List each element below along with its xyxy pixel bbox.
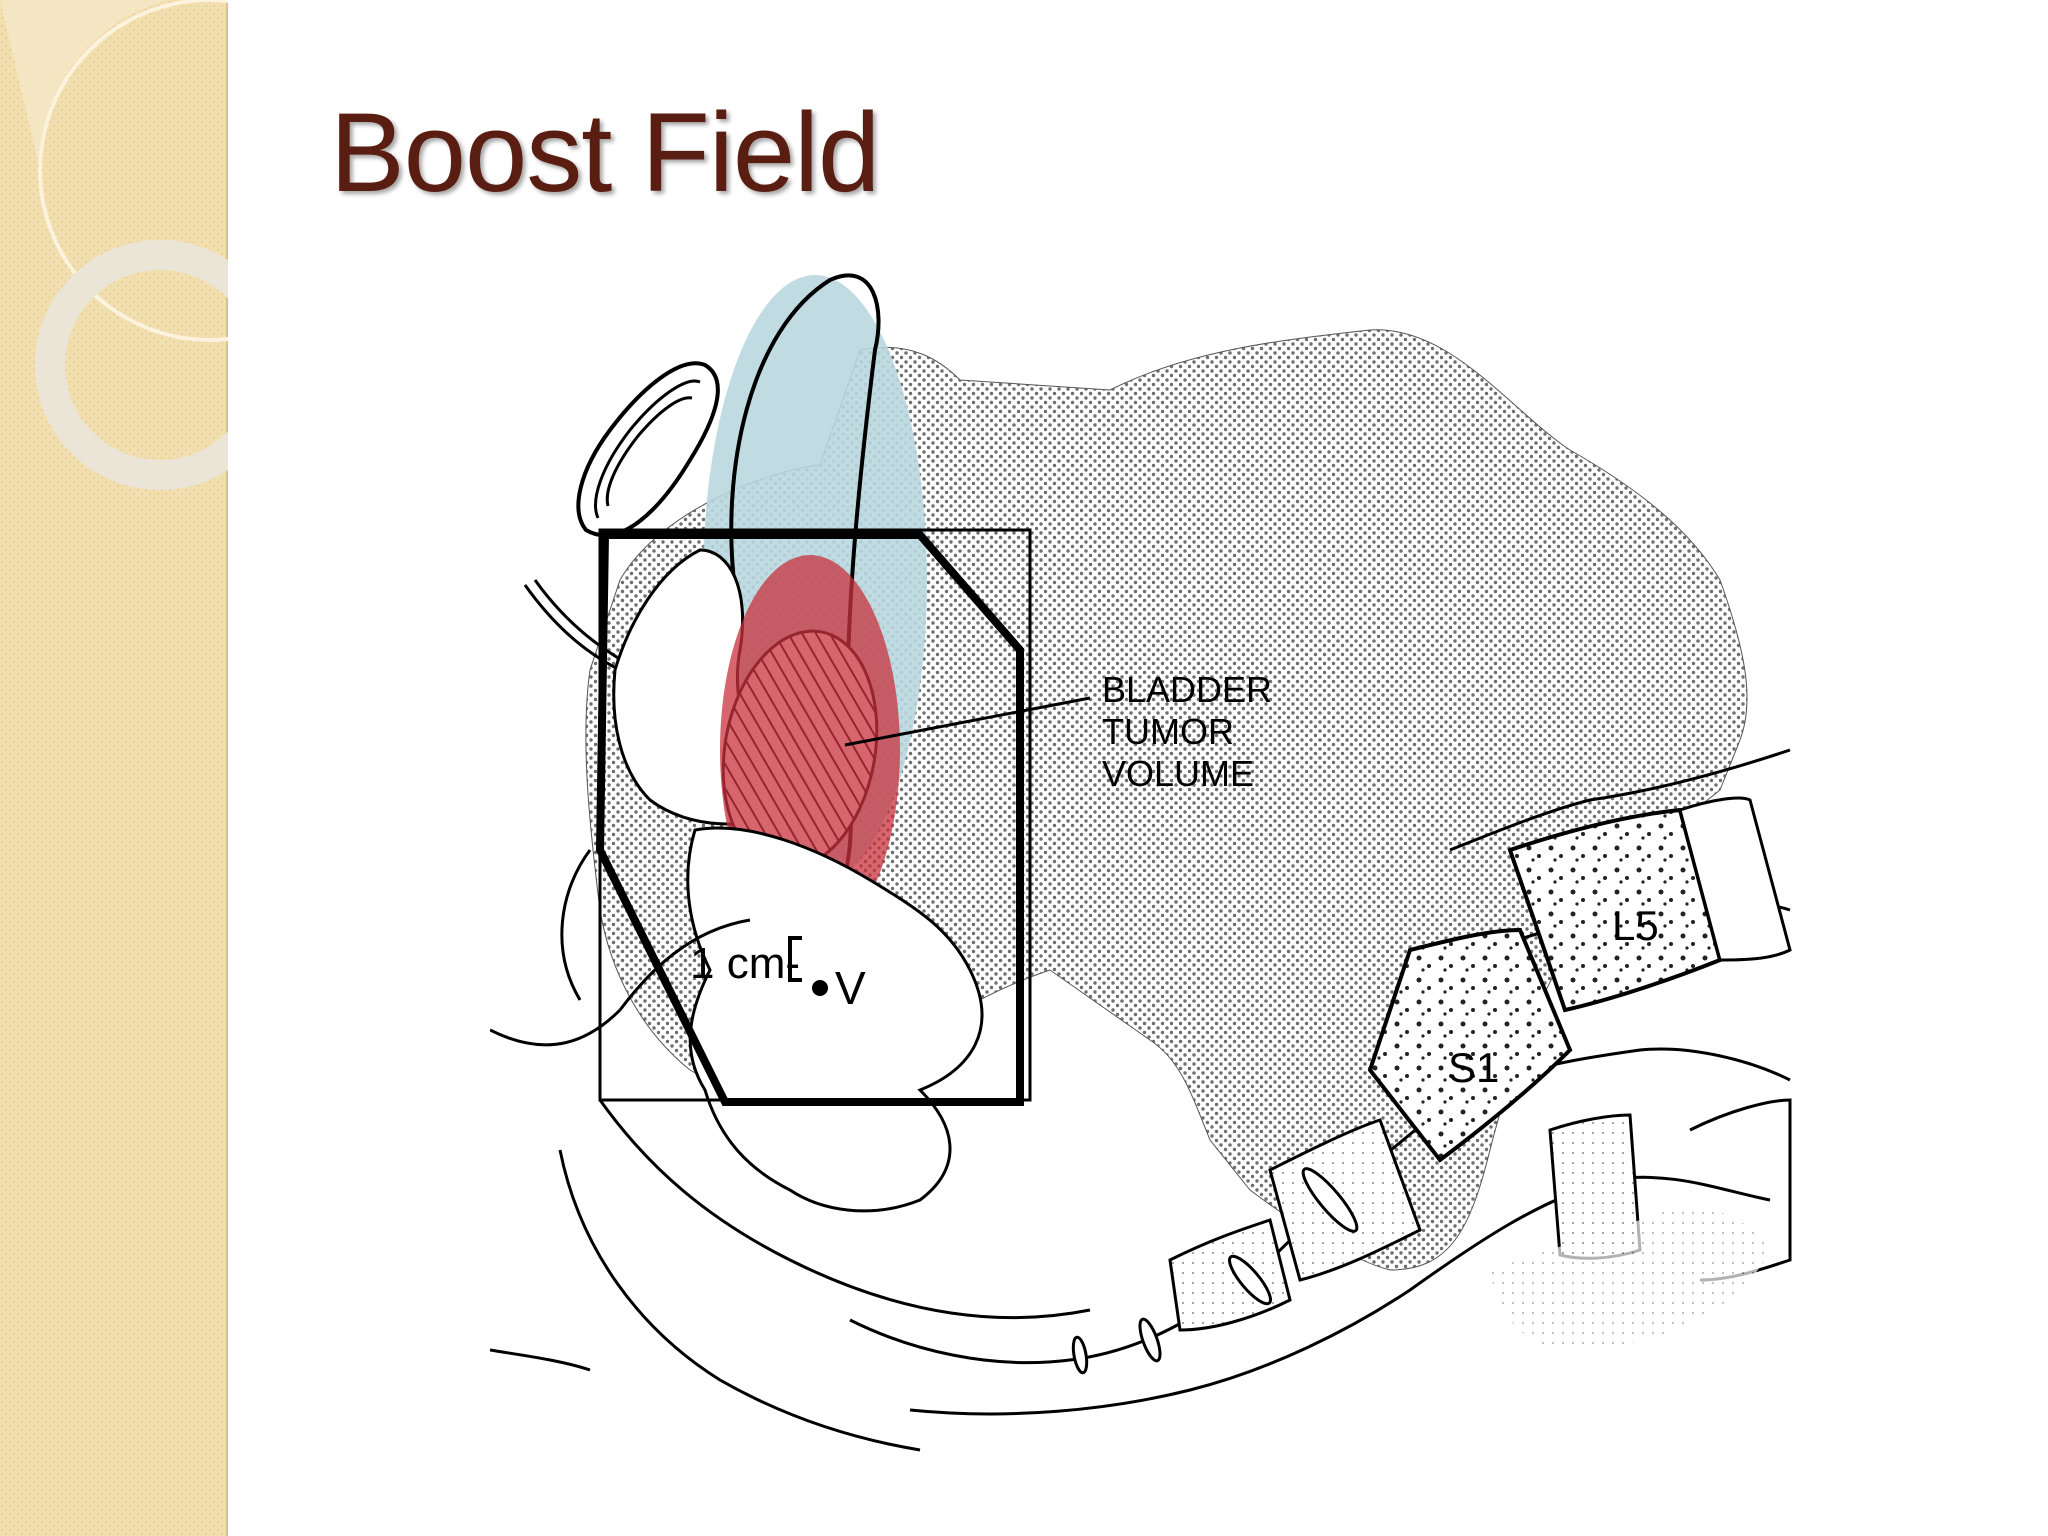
pelvis-diagram: BLADDER TUMOR VOLUME 1 cm- V L5 S1 <box>490 273 1792 1452</box>
label-bladder: BLADDER <box>1102 669 1272 710</box>
label-v: V <box>835 962 866 1014</box>
label-s1: S1 <box>1448 1044 1499 1091</box>
bladder-tumor-leader-line <box>844 696 1091 747</box>
label-l5: L5 <box>1612 902 1659 949</box>
decorative-sidebar <box>0 0 228 1536</box>
prostate-outline <box>686 826 984 1213</box>
vertebra-l5 <box>1507 796 1792 1013</box>
label-volume: VOLUME <box>1102 753 1254 794</box>
margin-bracket <box>788 936 828 996</box>
sacral-segments <box>1071 1098 1792 1375</box>
presacral-stipple <box>1490 1207 1770 1351</box>
rectum-outline <box>490 849 1091 1452</box>
boost-field-outline <box>595 531 1024 1106</box>
label-1cm-margin: 1 cm- <box>690 939 800 988</box>
pubic-bone-outline <box>576 361 720 538</box>
label-tumor: TUMOR <box>1102 711 1234 752</box>
left-curve-line <box>523 579 626 672</box>
sidebar-ring-small <box>35 240 228 490</box>
vertebra-s1 <box>1367 927 1573 1163</box>
slide-title: Boost Field <box>330 90 880 215</box>
